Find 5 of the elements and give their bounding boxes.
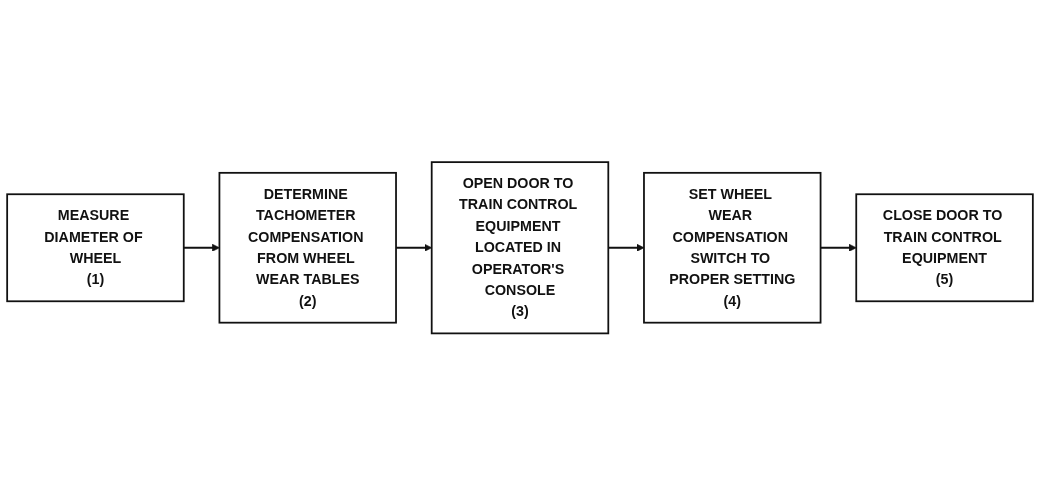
node-box: DETERMINE TACHOMETER COMPENSATION FROM WHEEL WEAR TABLES (2): [218, 171, 397, 324]
node-box: SET WHEEL WEAR COMPENSATION SWITCH TO PROPER SETTING (4): [643, 171, 822, 324]
node-box: OPEN DOOR TO TRAIN CONTROL EQUIPMENT LOCATED IN OPERATOR'S CONSOLE (3): [430, 161, 610, 334]
node-box: MEASURE DIAMETER OF WHEEL (1): [6, 193, 185, 302]
node-box: CLOSE DOOR TO TRAIN CONTROL EQUIPMENT (5): [855, 193, 1034, 302]
